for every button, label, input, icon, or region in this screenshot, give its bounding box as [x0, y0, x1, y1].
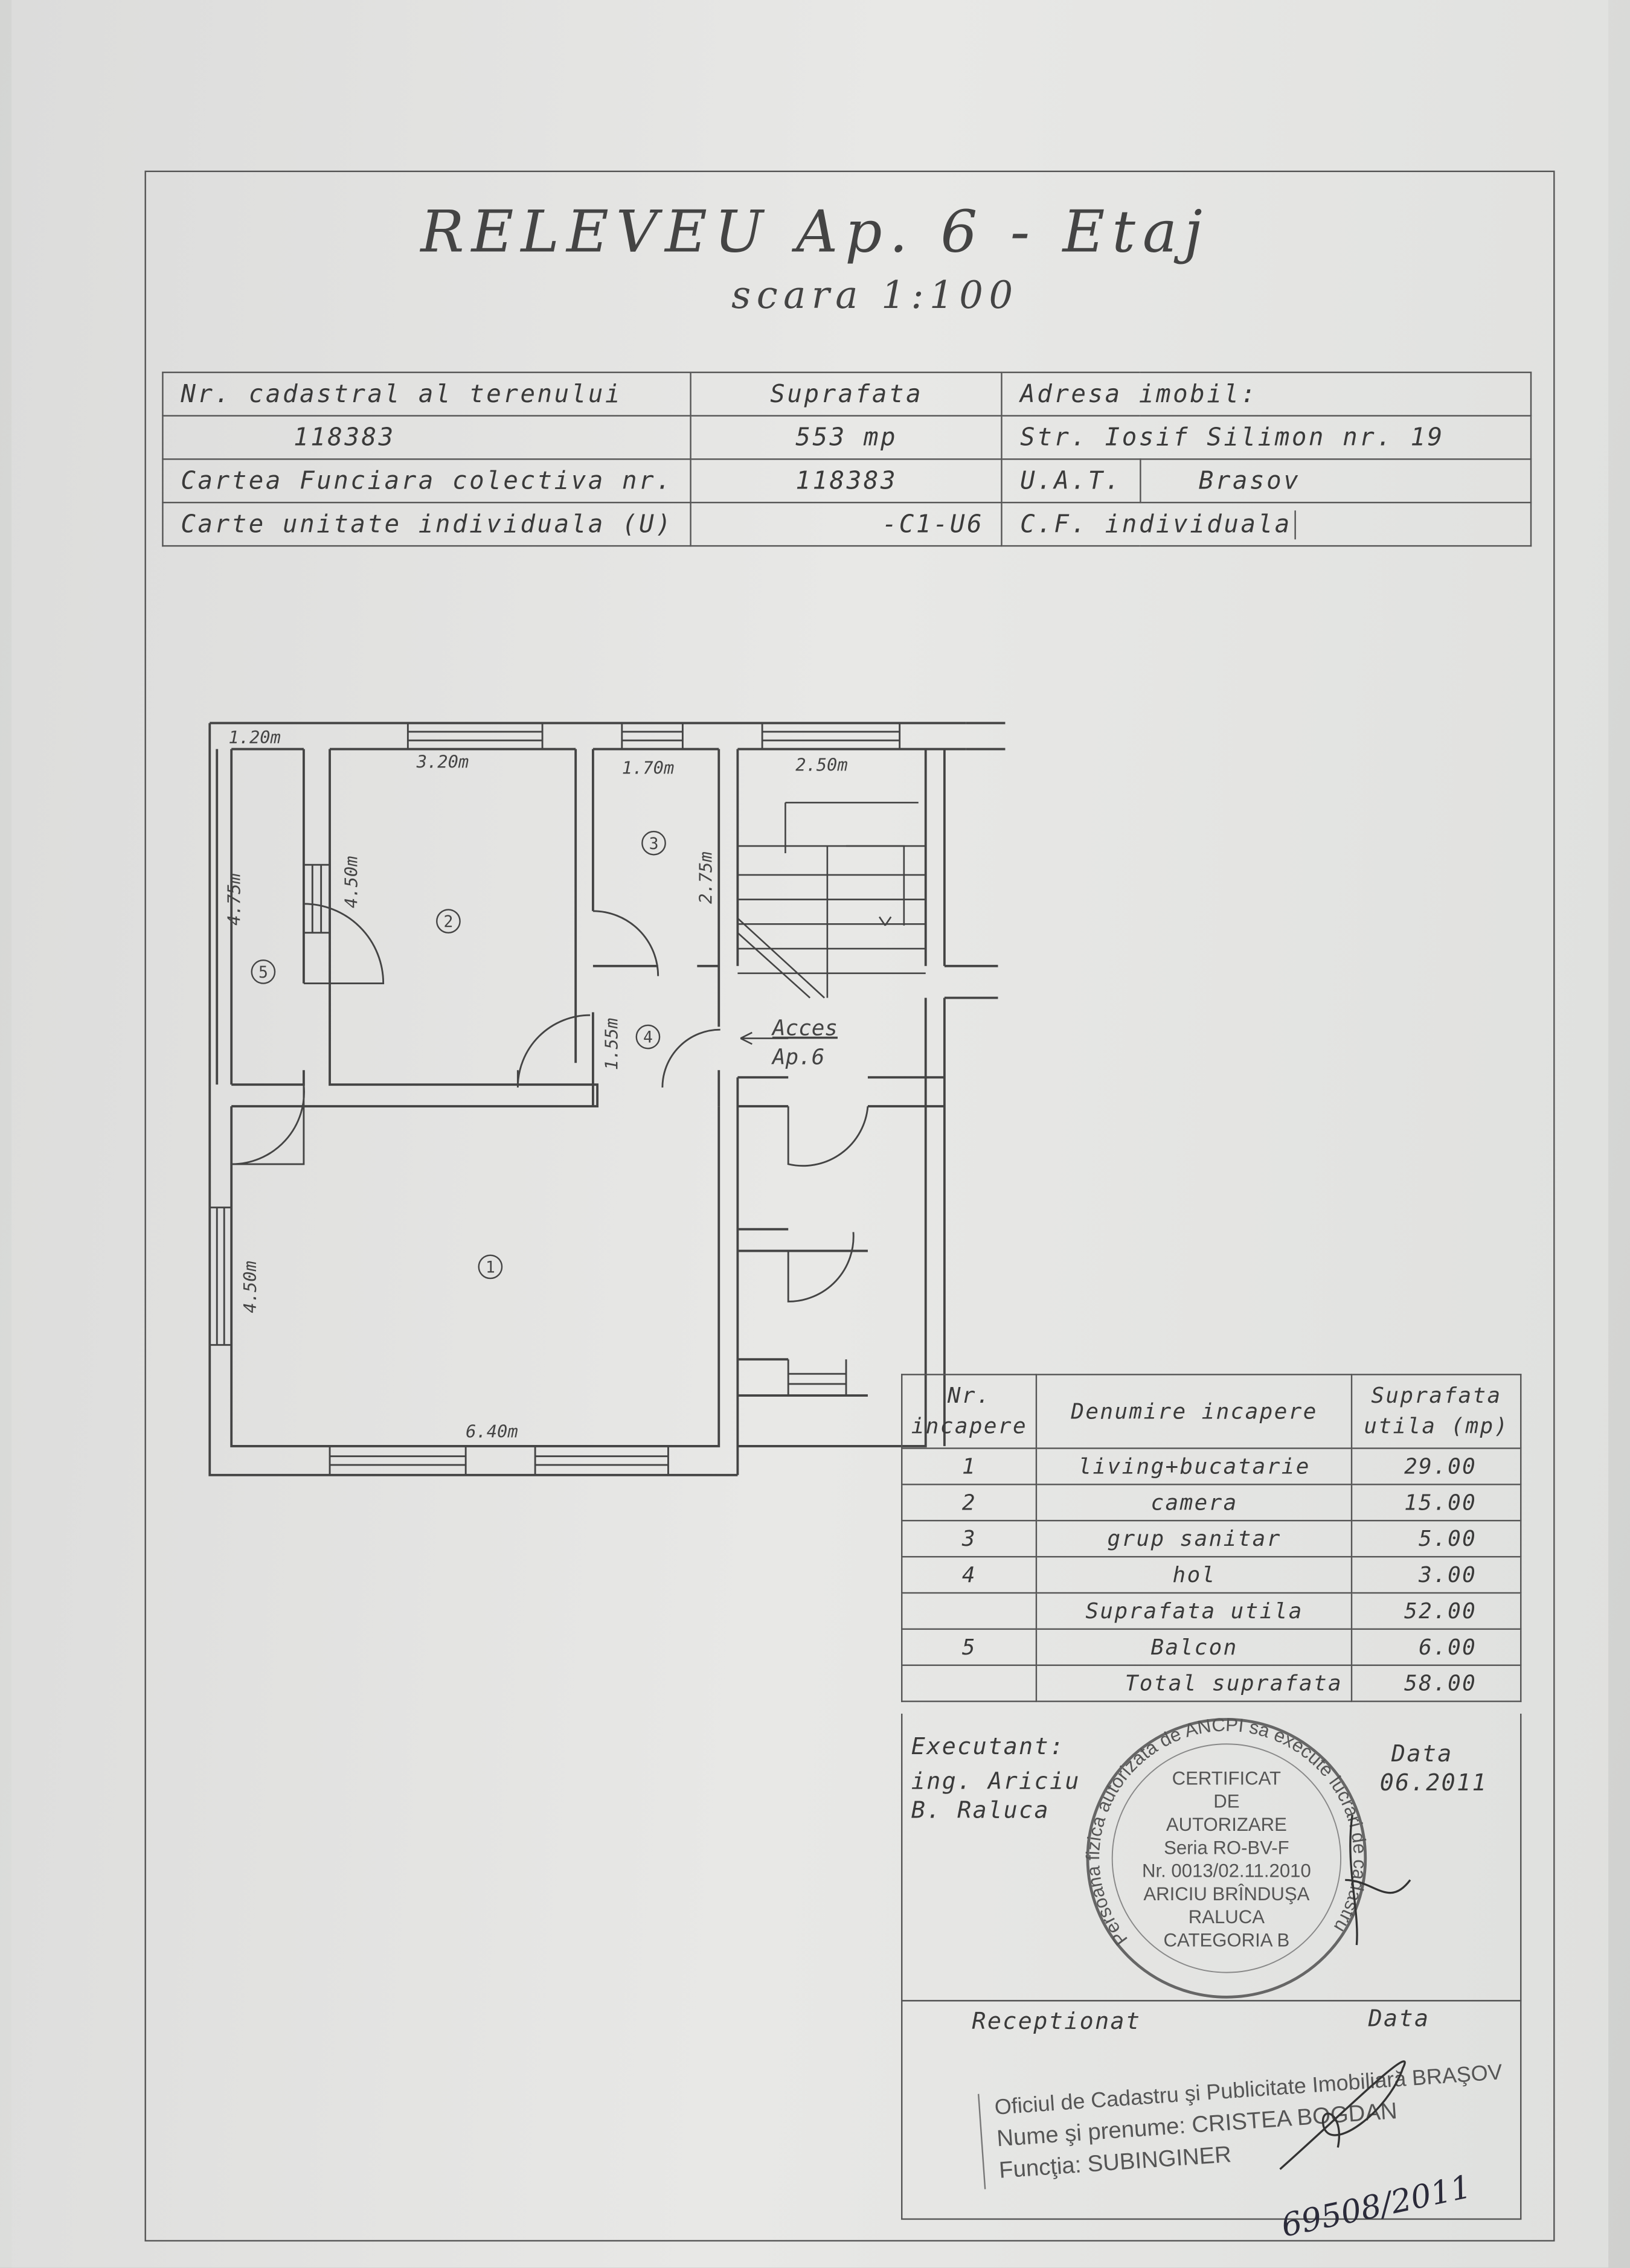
cf-colectiva-label: Cartea Funciara colectiva nr. — [162, 458, 692, 504]
drawing-frame — [144, 170, 1555, 2242]
col-header-name: Denumire incapere — [1036, 1374, 1353, 1449]
staircase — [737, 801, 926, 1045]
dim-balcony-length: 4.75m — [224, 873, 245, 925]
svg-text:CATEGORIA B: CATEGORIA B — [1164, 1930, 1290, 1951]
nr-cadastral-value: 118383 — [162, 415, 692, 460]
scale-label: scara 1:100 — [731, 275, 1019, 318]
dimension-labels: 1.20m 3.20m 1.70m 2.50m 4.75m 4.50m 2.75… — [224, 727, 848, 1442]
cf-individuala-label: C.F. individuala — [1001, 502, 1532, 547]
adresa-label: Adresa imobil: — [1001, 371, 1532, 417]
receptionat-section — [901, 2000, 1522, 2220]
executant-label: Executant: — [911, 1732, 1065, 1760]
adresa-value: Str. Iosif Silimon nr. 19 — [1001, 415, 1532, 460]
dim-room1-length: 4.50m — [240, 1261, 260, 1313]
svg-text:ARICIU BRÎNDUŞA: ARICIU BRÎNDUŞA — [1143, 1883, 1309, 1904]
svg-text:DE: DE — [1213, 1791, 1239, 1812]
page-title: RELEVEU Ap. 6 - Etaj — [420, 199, 1210, 266]
svg-text:RALUCA: RALUCA — [1189, 1906, 1265, 1927]
room-marker-2: 2 — [443, 913, 453, 931]
col-header-area: Suprafata utila (mp) — [1351, 1374, 1522, 1449]
nr-cadastral-label: Nr. cadastral al terenului — [162, 371, 692, 417]
executant-signature — [1345, 1815, 1411, 1946]
cadastral-info-table: Nr. cadastral al terenului Suprafata Adr… — [162, 371, 1532, 547]
room-marker-4: 4 — [643, 1029, 653, 1047]
doors — [231, 903, 869, 1302]
suprafata-value: 553 mp — [690, 415, 1003, 460]
dim-stair-width: 2.50m — [795, 754, 847, 775]
dim-room2-length: 4.50m — [341, 856, 362, 908]
svg-text:Nr. 0013/02.11.2010: Nr. 0013/02.11.2010 — [1142, 1860, 1311, 1882]
executant-date-value: 06.2011 — [1379, 1768, 1488, 1796]
svg-text:CERTIFICAT: CERTIFICAT — [1172, 1767, 1281, 1789]
col-header-nr: Nr. incapere — [901, 1374, 1038, 1449]
dim-room3-width: 1.70m — [622, 757, 674, 778]
carte-unitate-value: -C1-U6 — [690, 502, 1003, 547]
rooms-table: Nr. incapere Denumire incapere Suprafata… — [901, 1374, 1522, 1702]
room-marker-1: 1 — [486, 1259, 495, 1277]
cf-colectiva-value: 118383 — [690, 458, 1003, 504]
room-marker-5: 5 — [258, 964, 268, 982]
suprafata-label: Suprafata — [690, 371, 1003, 417]
dim-room2-width: 3.20m — [416, 752, 469, 772]
room-marker-3: 3 — [649, 835, 659, 853]
dim-balcony-width: 1.20m — [228, 727, 280, 748]
dim-hall-length: 1.55m — [602, 1018, 622, 1070]
svg-text:AUTORIZARE: AUTORIZARE — [1166, 1814, 1287, 1835]
uat-value: Brasov — [1139, 458, 1532, 504]
carte-unitate-label: Carte unitate individuala (U) — [162, 502, 692, 547]
executant-date-label: Data — [1391, 1740, 1453, 1767]
svg-text:Seria RO-BV-F: Seria RO-BV-F — [1164, 1837, 1289, 1858]
windows — [210, 723, 901, 1476]
room-markers: 1 2 3 4 5 — [251, 830, 666, 1280]
receptionat-date-label: Data — [1368, 2004, 1430, 2032]
dim-room3-length: 2.75m — [695, 851, 716, 903]
receptionat-label: Receptionat — [972, 2007, 1141, 2035]
executant-name: ing. Ariciu B. Raluca — [911, 1767, 1080, 1824]
access-label: Acces — [771, 1016, 838, 1041]
dim-room1-width: 6.40m — [466, 1421, 518, 1442]
uat-label: U.A.T. — [1001, 458, 1141, 504]
access-apartment-label: Ap.6 — [771, 1045, 824, 1070]
walls — [208, 722, 1006, 1476]
